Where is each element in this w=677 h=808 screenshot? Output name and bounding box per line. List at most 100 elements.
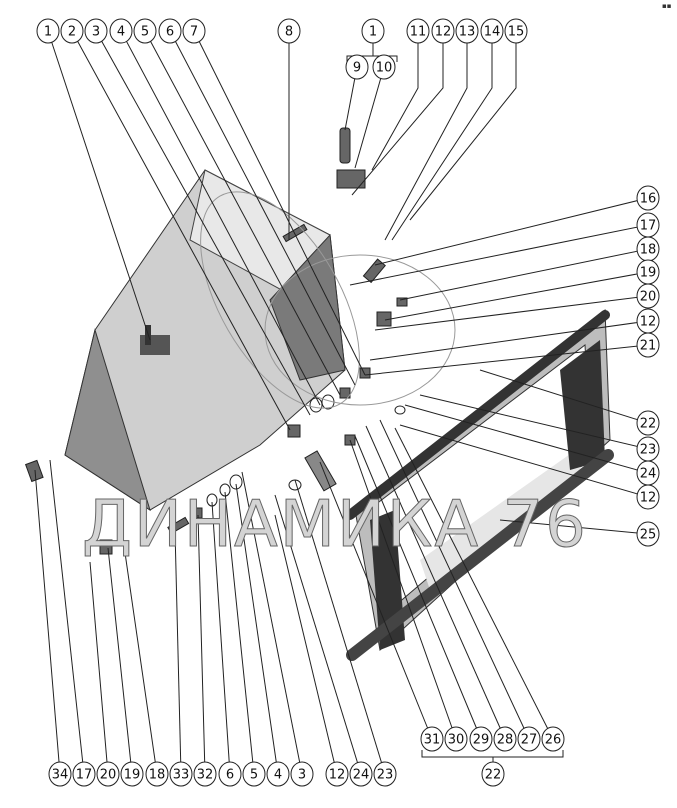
callout-circle (493, 726, 517, 752)
leader-line (374, 295, 649, 331)
callout-number: 13 (459, 25, 476, 40)
callout-number: 27 (521, 733, 538, 748)
leader-line (404, 404, 649, 474)
frame-assembly-part (345, 308, 614, 661)
leader-line (394, 427, 554, 740)
leader-line (391, 58, 493, 241)
callout-circle (193, 761, 217, 787)
callout-number: 24 (353, 768, 370, 783)
leader-line (174, 529, 182, 775)
callout-circle (406, 18, 430, 44)
callout-circle (517, 726, 541, 752)
callout-circle (158, 18, 182, 44)
callout-part-31: 31 (420, 726, 444, 752)
callout-bottom-20: 20 (96, 761, 120, 787)
callout-top-right-14: 14 (480, 18, 504, 44)
callout-number: 11 (410, 25, 427, 40)
callout-number: 1 (369, 25, 377, 40)
leader-line (49, 459, 85, 775)
corner-mark: ▪▪ (662, 2, 672, 10)
leader-line (374, 197, 649, 266)
callout-number: 8 (285, 25, 293, 40)
callout-top-right-12: 12 (431, 18, 455, 44)
callout-bottom-33: 33 (169, 761, 193, 787)
leader-line (419, 394, 649, 450)
callout-number: 12 (329, 768, 346, 783)
callout-number: 14 (484, 25, 501, 40)
callout-number: 24 (640, 467, 657, 482)
callout-number: 12 (640, 491, 657, 506)
callout-number: 5 (141, 25, 149, 40)
leader-line (169, 30, 356, 386)
callout-circle (469, 726, 493, 752)
callout-top-right-15: 15 (504, 18, 528, 44)
leader-line (354, 66, 385, 169)
callout-number: 6 (166, 25, 174, 40)
callout-number: 26 (545, 733, 562, 748)
callout-top-8: 8 (277, 18, 301, 44)
small-parts (24, 127, 408, 555)
leader-line (384, 58, 468, 241)
callout-assembly-bottom: 22 (481, 761, 505, 787)
callout-right-12: 12 (636, 484, 660, 510)
leader-line (351, 58, 444, 196)
leader-line (95, 30, 311, 416)
callout-number: 28 (497, 733, 514, 748)
callout-top-6: 6 (158, 18, 182, 44)
callout-bottom-23: 23 (373, 761, 397, 787)
leader-line (364, 344, 649, 376)
callout-circle (242, 761, 266, 787)
leader-line (47, 30, 151, 341)
callout-circle (636, 185, 660, 211)
callout-circle (444, 726, 468, 752)
leader-line (224, 491, 255, 775)
callout-circle (636, 332, 660, 358)
callout-circle (345, 54, 369, 80)
callout-number: 22 (640, 417, 657, 432)
leader-line (479, 369, 649, 424)
callout-number: 12 (640, 315, 657, 330)
leader-line (71, 30, 291, 431)
callout-number: 23 (640, 443, 657, 458)
callout-bottom-3: 3 (290, 761, 314, 787)
callout-right-23: 23 (636, 436, 660, 462)
leader-line (399, 424, 649, 498)
leader-line (384, 271, 649, 321)
leader-line (371, 58, 419, 171)
callout-right-21: 21 (636, 332, 660, 358)
callout-circle (266, 761, 290, 787)
callout-number: 29 (473, 733, 490, 748)
callout-right-19: 19 (636, 259, 660, 285)
callout-circle (84, 18, 108, 44)
callout-circle (169, 761, 193, 787)
callout-number: 6 (226, 768, 234, 783)
callout-part-27: 27 (517, 726, 541, 752)
leader-line (349, 439, 457, 740)
callout-bottom-12: 12 (325, 761, 349, 787)
callout-circle (636, 484, 660, 510)
callout-circle (481, 761, 505, 787)
callout-bottom-17: 17 (72, 761, 96, 787)
callout-part-9: 9 (345, 54, 369, 80)
callout-number: 34 (52, 768, 69, 783)
leader-line (274, 494, 362, 775)
callout-circle (120, 761, 144, 787)
callout-circle (48, 761, 72, 787)
leader-line (349, 224, 649, 286)
leader-line (379, 419, 530, 740)
callout-number: 17 (640, 219, 657, 234)
callout-number: 31 (424, 733, 441, 748)
callout-circle (480, 18, 504, 44)
callout-circle (636, 283, 660, 309)
leader-line (399, 248, 649, 301)
callout-number: 19 (124, 768, 141, 783)
callout-number: 5 (250, 768, 258, 783)
callout-circle (96, 761, 120, 787)
callout-assembly-top: 1 (361, 18, 385, 44)
callout-circle (372, 54, 396, 80)
callout-top-1: 1 (36, 18, 60, 44)
callout-bottom-18: 18 (145, 761, 169, 787)
callout-right-20: 20 (636, 283, 660, 309)
